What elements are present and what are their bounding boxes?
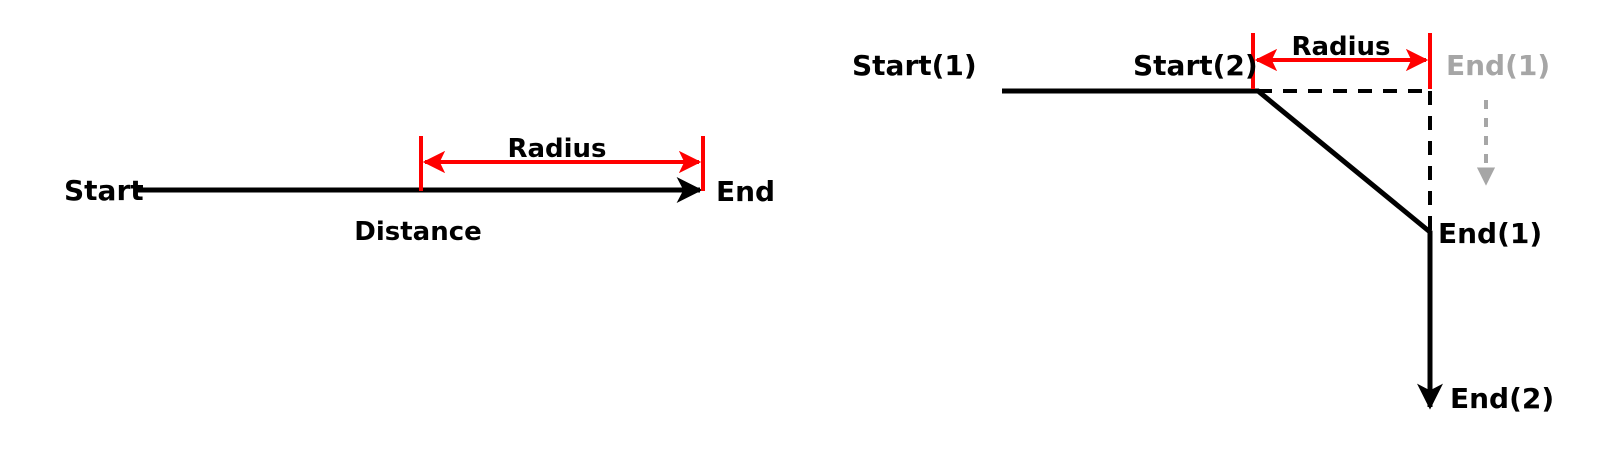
right-end2-label: End(2) [1450,382,1554,415]
left-distance-label: Distance [354,217,482,247]
right-start2-label: Start(2) [1133,49,1258,82]
left-start-label: Start [64,174,144,207]
left-panel: Start End Distance Radius [64,134,775,247]
left-end-label: End [716,175,775,208]
right-panel: Start(1) Start(2) End(1) End(1) End(2) R… [852,32,1554,415]
right-end1-ghost-label: End(1) [1446,49,1550,82]
right-path-polyline [1002,88,1443,410]
left-radius-label: Radius [507,134,606,164]
right-radius-dimension [1251,33,1432,89]
right-start1-label: Start(1) [852,49,977,82]
left-radius-dimension [419,136,705,191]
right-end1-label: End(1) [1438,217,1542,250]
right-radius-label: Radius [1291,32,1390,62]
ghost-corner [1258,89,1432,232]
